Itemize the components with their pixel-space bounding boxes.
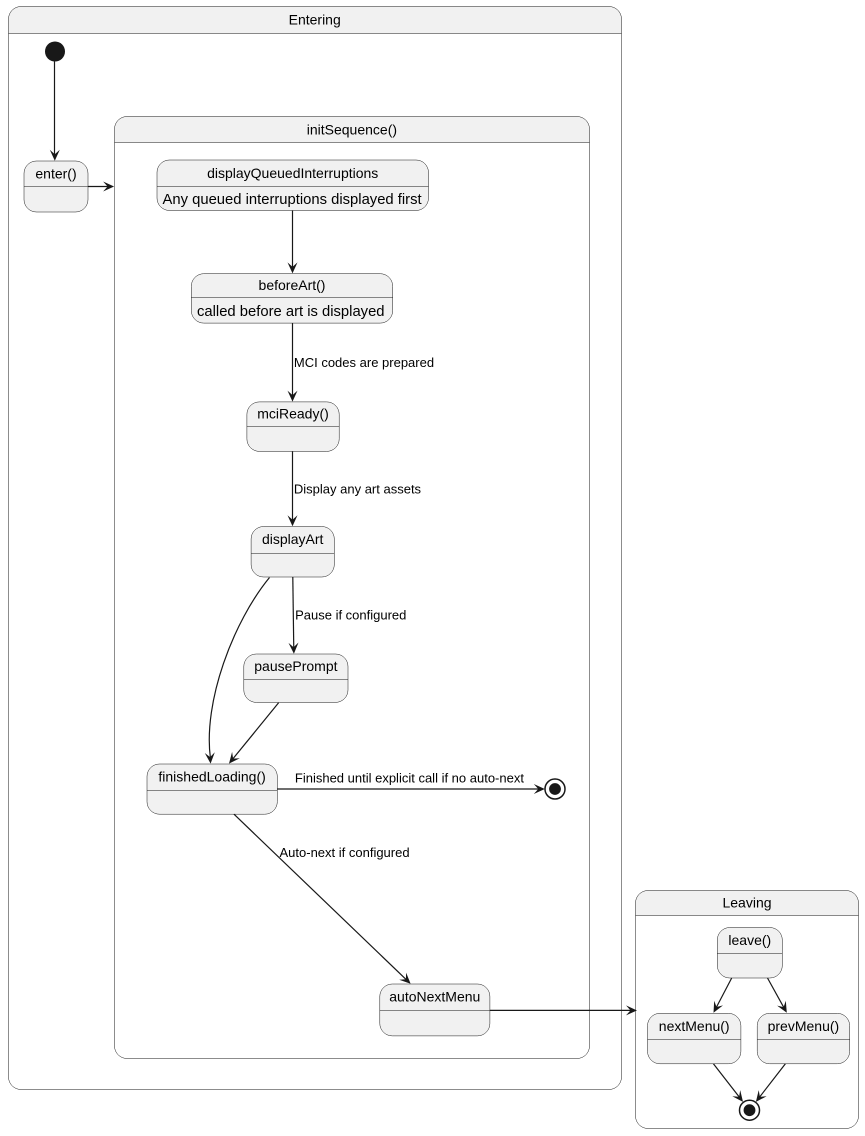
svg-text:mciReady(): mciReady(): [257, 406, 329, 422]
svg-text:enter(): enter(): [35, 166, 76, 182]
svg-text:displayQueuedInterruptions: displayQueuedInterruptions: [207, 165, 378, 181]
svg-text:initSequence(): initSequence(): [307, 122, 397, 138]
svg-text:Auto-next if configured: Auto-next if configured: [280, 845, 410, 860]
svg-text:displayArt: displayArt: [262, 531, 324, 547]
svg-text:MCI codes are prepared: MCI codes are prepared: [294, 355, 434, 370]
svg-text:Finished until explicit call i: Finished until explicit call if no auto-…: [295, 770, 524, 785]
svg-text:beforeArt(): beforeArt(): [259, 277, 326, 293]
svg-text:finishedLoading(): finishedLoading(): [158, 769, 265, 785]
svg-text:Pause if configured: Pause if configured: [295, 608, 406, 623]
svg-text:autoNextMenu: autoNextMenu: [389, 989, 480, 1005]
svg-text:pausePrompt: pausePrompt: [254, 658, 337, 674]
svg-text:Display any art assets: Display any art assets: [294, 482, 422, 497]
svg-text:Entering: Entering: [289, 11, 341, 27]
svg-text:leave(): leave(): [728, 932, 771, 948]
svg-text:called before art is displayed: called before art is displayed: [197, 304, 385, 320]
svg-text:nextMenu(): nextMenu(): [659, 1018, 730, 1034]
svg-text:Leaving: Leaving: [722, 895, 771, 911]
svg-text:prevMenu(): prevMenu(): [768, 1018, 840, 1034]
svg-text:Any queued interruptions displ: Any queued interruptions displayed first: [163, 192, 422, 208]
